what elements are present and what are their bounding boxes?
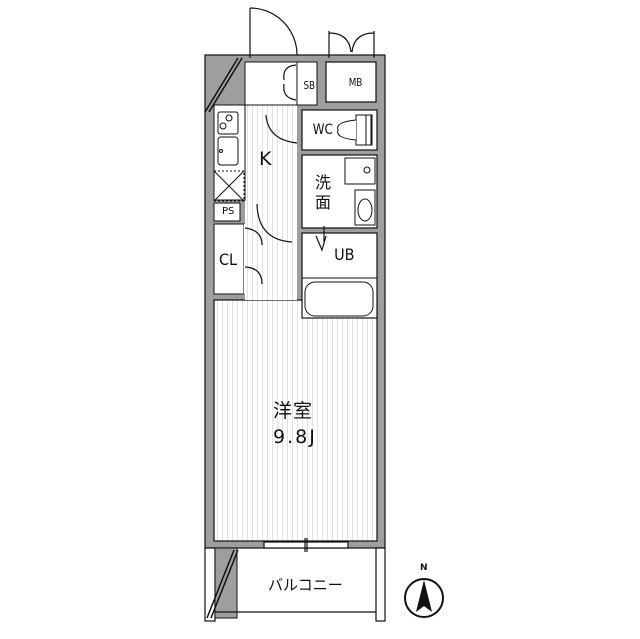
shoe-box-label: SB [303,79,316,92]
north-label: N [420,563,428,573]
kitchen-label: K [259,148,272,170]
meter-box-label: MB [348,76,363,89]
toilet-label: WC [312,122,333,138]
closet-label: CL [219,250,238,269]
unit-bath-label: UB [334,245,355,264]
washroom-label-bottom: 面 [315,193,332,212]
fixtures [213,111,377,317]
pipe-space-label: PS [222,206,235,217]
western-room-label: 洋室 [273,400,314,422]
western-room-size: 9.8J [273,426,317,448]
doors [204,7,375,619]
washroom-label-top: 洗 [315,173,332,192]
north-compass-icon [404,578,444,618]
balcony-label: バルコニー [268,576,343,594]
